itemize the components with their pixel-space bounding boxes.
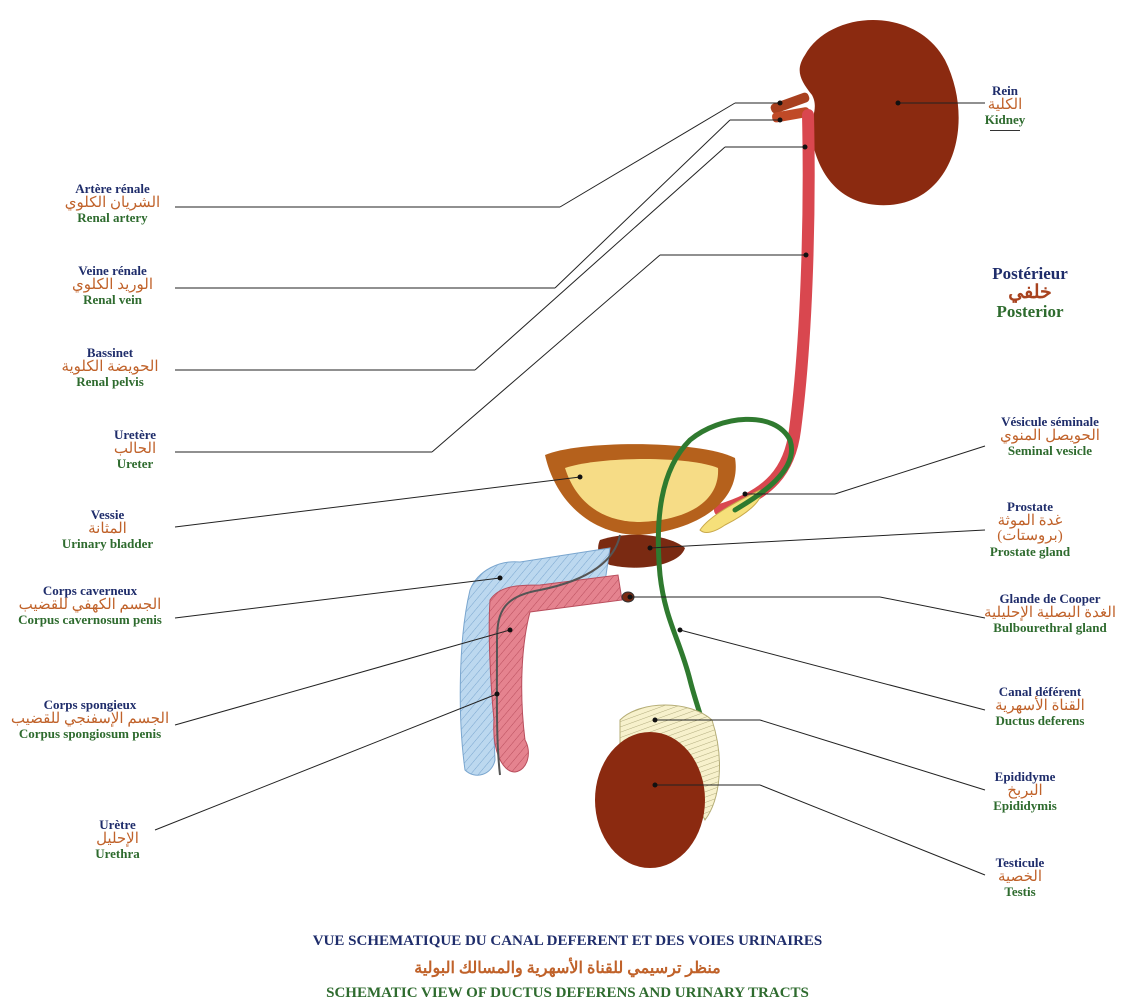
label-prostate-fr: Prostate: [965, 500, 1095, 514]
label-prostate: Prostate غدة الموثة (بروستات) Prostate g…: [965, 500, 1095, 559]
label-renal-artery-ar: الشريان الكلوي: [50, 196, 175, 212]
label-renal-vein: Veine rénale الوريد الكلوي Renal vein: [50, 264, 175, 307]
label-renal-pelvis: Bassinet الحويضة الكلوية Renal pelvis: [40, 346, 180, 389]
label-ureter-ar: الحالب: [90, 442, 180, 458]
label-renal-artery-en: Renal artery: [50, 211, 175, 225]
label-seminal-vesicle-fr: Vésicule séminale: [975, 415, 1125, 429]
label-urethra-fr: Urètre: [75, 818, 160, 832]
kidney-shape: [800, 20, 959, 205]
prostate-shape: [598, 535, 685, 568]
label-epididymis: Epididyme البربخ Epididymis: [975, 770, 1075, 813]
label-ureter-en: Ureter: [90, 457, 180, 471]
label-ductus-en: Ductus deferens: [975, 714, 1105, 728]
label-prostate-ar: غدة الموثة (بروستات): [965, 514, 1095, 546]
label-renal-pelvis-fr: Bassinet: [40, 346, 180, 360]
testis-shape: [595, 732, 705, 868]
label-bladder-ar: المثانة: [40, 522, 175, 538]
label-testis-fr: Testicule: [975, 856, 1065, 870]
label-cowper-ar: الغدة البصلية الإحليلية: [970, 606, 1130, 622]
label-ductus-fr: Canal déférent: [975, 685, 1105, 699]
label-corpus-spongiosum: Corps spongieux الجسم الإسفنجي للقضيب Co…: [5, 698, 175, 741]
label-posterior: Postérieur خلفي Posterior: [975, 265, 1085, 321]
label-corpus-spongiosum-ar: الجسم الإسفنجي للقضيب: [5, 712, 175, 728]
label-posterior-fr: Postérieur: [975, 265, 1085, 283]
label-testis-en: Testis: [975, 885, 1065, 899]
label-bladder: Vessie المثانة Urinary bladder: [40, 508, 175, 551]
label-corpus-spongiosum-fr: Corps spongieux: [5, 698, 175, 712]
label-urethra-en: Urethra: [75, 847, 160, 861]
label-prostate-en: Prostate gland: [965, 545, 1095, 559]
label-kidney: Rein الكلية Kidney: [960, 84, 1050, 131]
label-ureter: Uretère الحالب Ureter: [90, 428, 180, 471]
label-corpus-spongiosum-en: Corpus spongiosum penis: [5, 727, 175, 741]
label-seminal-vesicle: Vésicule séminale الحويصل المنوي Seminal…: [975, 415, 1125, 458]
label-renal-pelvis-ar: الحويضة الكلوية: [40, 360, 180, 376]
label-renal-vein-fr: Veine rénale: [50, 264, 175, 278]
label-cowper: Glande de Cooper الغدة البصلية الإحليلية…: [970, 592, 1130, 635]
title-english: SCHEMATIC VIEW OF DUCTUS DEFERENS AND UR…: [0, 985, 1135, 1002]
label-epididymis-ar: البربخ: [975, 784, 1075, 800]
label-posterior-ar: خلفي: [975, 283, 1085, 303]
label-posterior-en: Posterior: [975, 303, 1085, 321]
label-testis: Testicule الخصية Testis: [975, 856, 1065, 899]
label-renal-artery-fr: Artère rénale: [50, 182, 175, 196]
corpus-spongiosum-shape: [489, 575, 622, 772]
label-cowper-fr: Glande de Cooper: [970, 592, 1130, 606]
label-ureter-fr: Uretère: [90, 428, 180, 442]
label-kidney-ar: الكلية: [960, 98, 1050, 114]
label-kidney-fr: Rein: [960, 84, 1050, 98]
leader-dots: [495, 101, 901, 788]
label-renal-artery: Artère rénale الشريان الكلوي Renal arter…: [50, 182, 175, 225]
label-epididymis-fr: Epididyme: [975, 770, 1075, 784]
label-corpus-cavernosum: Corps caverneux الجسم الكهفي للقضيب Corp…: [5, 584, 175, 627]
label-kidney-en: Kidney: [960, 113, 1050, 127]
label-epididymis-en: Epididymis: [975, 799, 1075, 813]
label-corpus-cavernosum-fr: Corps caverneux: [5, 584, 175, 598]
label-bladder-fr: Vessie: [40, 508, 175, 522]
label-seminal-vesicle-en: Seminal vesicle: [975, 444, 1125, 458]
label-renal-vein-en: Renal vein: [50, 293, 175, 307]
title-french: VUE SCHEMATIQUE DU CANAL DEFERENT ET DES…: [0, 933, 1135, 950]
label-ductus: Canal déférent القناة الأسهرية Ductus de…: [975, 685, 1105, 728]
label-ductus-ar: القناة الأسهرية: [975, 699, 1105, 715]
label-renal-vein-ar: الوريد الكلوي: [50, 278, 175, 294]
label-testis-ar: الخصية: [975, 870, 1065, 886]
label-urethra-ar: الإحليل: [75, 832, 160, 848]
label-corpus-cavernosum-ar: الجسم الكهفي للقضيب: [5, 598, 175, 614]
label-bladder-en: Urinary bladder: [40, 537, 175, 551]
label-cowper-en: Bulbourethral gland: [970, 621, 1130, 635]
label-corpus-cavernosum-en: Corpus cavernosum penis: [5, 613, 175, 627]
ureter-shape: [720, 115, 809, 510]
label-seminal-vesicle-ar: الحويصل المنوي: [975, 429, 1125, 445]
title-arabic: منظر ترسيمي للقناة الأسهرية والمسالك الب…: [0, 958, 1135, 978]
label-renal-pelvis-en: Renal pelvis: [40, 375, 180, 389]
label-urethra: Urètre الإحليل Urethra: [75, 818, 160, 861]
